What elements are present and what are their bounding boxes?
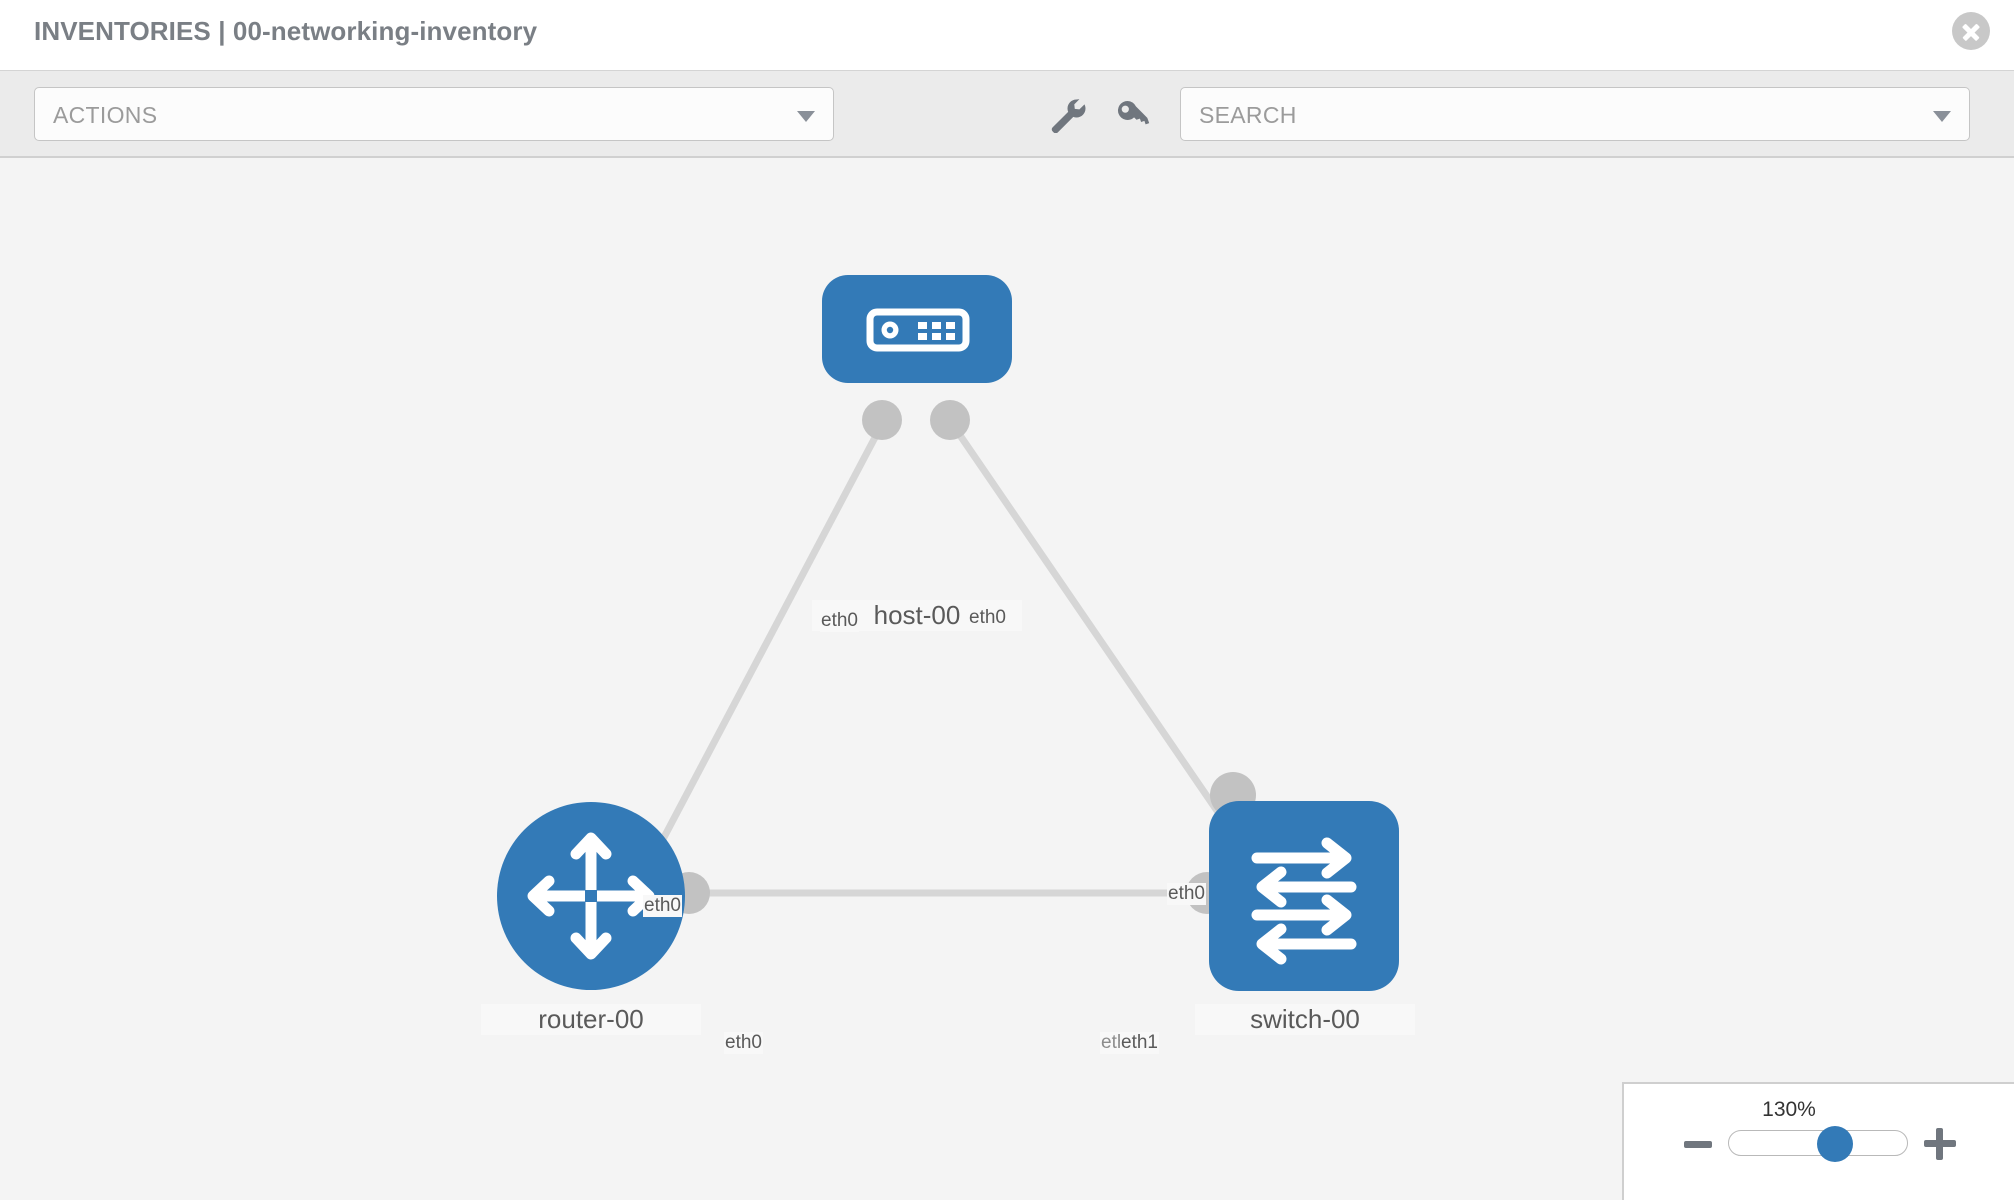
topology-canvas[interactable]: host-00 router-00 — [0, 160, 2014, 1200]
search-input[interactable]: SEARCH — [1180, 87, 1970, 141]
minus-bar — [1684, 1141, 1712, 1148]
node-switch-00-shape[interactable] — [1209, 801, 1399, 991]
chevron-down-icon — [1933, 111, 1951, 122]
toolbar: ACTIONS SEARCH — [0, 70, 2014, 158]
actions-dropdown-label: ACTIONS — [53, 102, 158, 128]
zoom-slider-thumb[interactable] — [1817, 1126, 1853, 1162]
zoom-control: 130% — [1622, 1082, 2014, 1200]
page-header: INVENTORIES | 00-networking-inventory — [0, 0, 2014, 70]
node-host-00-shape[interactable] — [822, 275, 1012, 383]
switch-arrows-icon — [1251, 837, 1357, 965]
zoom-slider[interactable] — [1728, 1126, 1908, 1162]
plus-icon[interactable] — [1924, 1128, 1956, 1160]
node-switch-00-label: switch-00 — [1195, 1004, 1415, 1035]
router-arrows-icon — [527, 832, 655, 960]
edge-host-router — [648, 426, 884, 862]
chevron-down-icon — [797, 111, 815, 122]
wrench-icon[interactable] — [1046, 97, 1088, 134]
topology-edges — [648, 426, 1240, 897]
edge-host-switch — [952, 426, 1240, 842]
plus-bar-vertical — [1936, 1128, 1943, 1160]
port-label-switch-up: eth0 — [1167, 883, 1206, 905]
server-icon — [866, 308, 970, 352]
port-label-host-right: eth0 — [968, 607, 1007, 629]
port-label-router-up: eth0 — [643, 895, 682, 917]
page-title: INVENTORIES | 00-networking-inventory — [34, 16, 538, 46]
node-router-00-label: router-00 — [481, 1004, 701, 1035]
actions-dropdown[interactable]: ACTIONS — [34, 87, 834, 141]
close-icon[interactable] — [1952, 12, 1990, 50]
port-label-host-left: eth0 — [820, 610, 859, 632]
key-icon[interactable] — [1114, 97, 1156, 133]
connector-host-right — [930, 400, 970, 440]
port-label-switch-left: eth1 — [1120, 1032, 1159, 1054]
connector-host-left — [862, 400, 902, 440]
search-placeholder: SEARCH — [1199, 102, 1297, 128]
zoom-percent-label: 130% — [1762, 1098, 1816, 1121]
port-label-router-right: eth0 — [724, 1032, 763, 1054]
minus-icon[interactable] — [1684, 1130, 1712, 1158]
